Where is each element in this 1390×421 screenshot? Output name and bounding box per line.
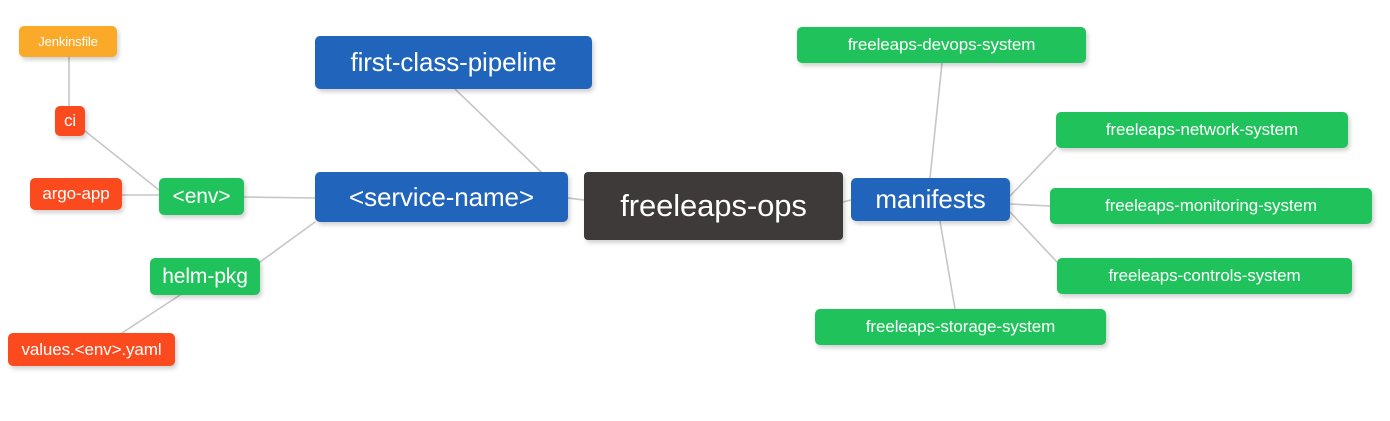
mindmap-node-label: argo-app xyxy=(42,184,110,203)
edge-manifests-to-devops xyxy=(929,62,943,179)
edge-manifests-to-storage xyxy=(939,220,956,310)
mindmap-node-label: freeleaps-monitoring-system xyxy=(1105,196,1317,215)
mindmap-node-env[interactable]: <env> xyxy=(159,178,244,215)
mindmap-node-fcp[interactable]: first-class-pipeline xyxy=(315,36,592,89)
edge-manifests-to-network xyxy=(1009,147,1057,197)
edge-helmpkg-to-valuesyaml xyxy=(121,294,181,334)
mindmap-node-label: <service-name> xyxy=(348,181,535,212)
edge-svcname-to-env xyxy=(243,196,316,199)
mindmap-node-jenkins[interactable]: Jenkinsfile xyxy=(19,26,117,57)
mindmap-node-network[interactable]: freeleaps-network-system xyxy=(1056,112,1348,148)
mindmap-node-argoapp[interactable]: argo-app xyxy=(30,178,122,210)
mindmap-node-label: freeleaps-storage-system xyxy=(865,317,1056,336)
mindmap-node-label: first-class-pipeline xyxy=(350,47,557,77)
mindmap-node-label: freeleaps-network-system xyxy=(1105,120,1299,139)
mindmap-node-label: manifests xyxy=(875,184,986,214)
mindmap-node-label: ci xyxy=(63,111,77,130)
edge-root-to-svcname xyxy=(567,197,585,201)
edge-manifests-to-monitoring xyxy=(1009,203,1051,207)
mindmap-node-manifests[interactable]: manifests xyxy=(851,178,1010,221)
mindmap-node-monitoring[interactable]: freeleaps-monitoring-system xyxy=(1050,188,1372,224)
mindmap-node-svcname[interactable]: <service-name> xyxy=(315,172,568,222)
edge-root-to-manifests xyxy=(842,199,852,203)
mindmap-node-controls[interactable]: freeleaps-controls-system xyxy=(1057,258,1352,294)
mindmap-node-label: freeleaps-controls-system xyxy=(1108,266,1301,285)
mindmap-node-label: freeleaps-devops-system xyxy=(847,35,1036,54)
mindmap-node-storage[interactable]: freeleaps-storage-system xyxy=(815,309,1106,345)
mindmap-node-label: freeleaps-ops xyxy=(620,188,807,223)
edge-svcname-to-helmpkg xyxy=(259,221,316,263)
mindmap-node-ci[interactable]: ci xyxy=(55,106,85,136)
mindmap-node-root[interactable]: freeleaps-ops xyxy=(584,172,843,240)
mindmap-node-helmpkg[interactable]: helm-pkg xyxy=(150,258,260,295)
mindmap-node-label: <env> xyxy=(172,184,231,208)
mindmap-node-label: values.<env>.yaml xyxy=(21,339,162,359)
mindmap-node-label: Jenkinsfile xyxy=(38,34,98,49)
mindmap-node-devops[interactable]: freeleaps-devops-system xyxy=(797,27,1086,63)
mindmap-node-valuesyaml[interactable]: values.<env>.yaml xyxy=(8,333,175,366)
mindmap-node-label: helm-pkg xyxy=(162,264,248,288)
